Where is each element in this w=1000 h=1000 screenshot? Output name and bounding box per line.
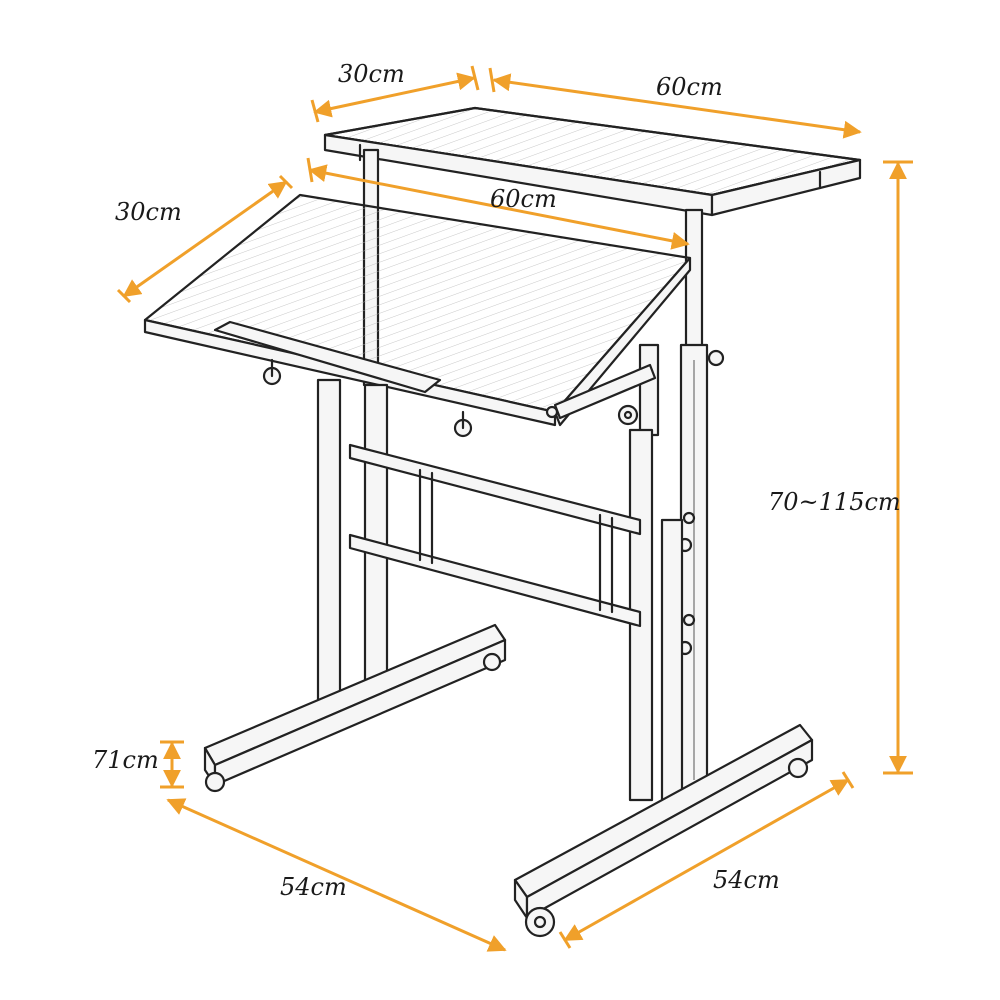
knob-icon (453, 410, 473, 438)
dim-tilt-width-label: 60cm (490, 185, 557, 213)
dim-tilt-width: 60cm (306, 157, 690, 250)
dim-base-length-right-label: 54cm (713, 866, 780, 894)
base-left-foot (203, 623, 507, 793)
dim-base-height-label: 71cm (92, 746, 159, 774)
knob-icon (262, 358, 282, 386)
desk-illustration (143, 106, 862, 938)
dim-top-depth-label: 30cm (338, 60, 405, 88)
tilt-mechanism (262, 343, 660, 438)
dim-tilt-depth: 30cm (115, 174, 294, 304)
dim-base-length-left-label: 54cm (280, 873, 347, 901)
dim-top-width-label: 60cm (656, 73, 723, 101)
upper-desktop (323, 106, 862, 217)
cross-bars (348, 443, 642, 628)
dim-tilt-depth-label: 30cm (115, 198, 182, 226)
knob-icon (617, 404, 639, 426)
caster-wheel-icon (524, 906, 556, 938)
dim-base-height: 71cm (92, 740, 184, 789)
dim-base-length-right: 54cm (558, 771, 855, 949)
dim-top-width: 60cm (488, 67, 862, 139)
dim-top-depth: 30cm (310, 60, 480, 123)
dim-base-length-left: 54cm (166, 798, 507, 952)
dim-height: 70~115cm (768, 160, 913, 775)
dimension-annotations: 30cm 60cm 60cm 30cm 70~115cm (92, 60, 913, 952)
frame-legs (316, 378, 684, 812)
dim-height-label: 70~115cm (768, 488, 901, 516)
